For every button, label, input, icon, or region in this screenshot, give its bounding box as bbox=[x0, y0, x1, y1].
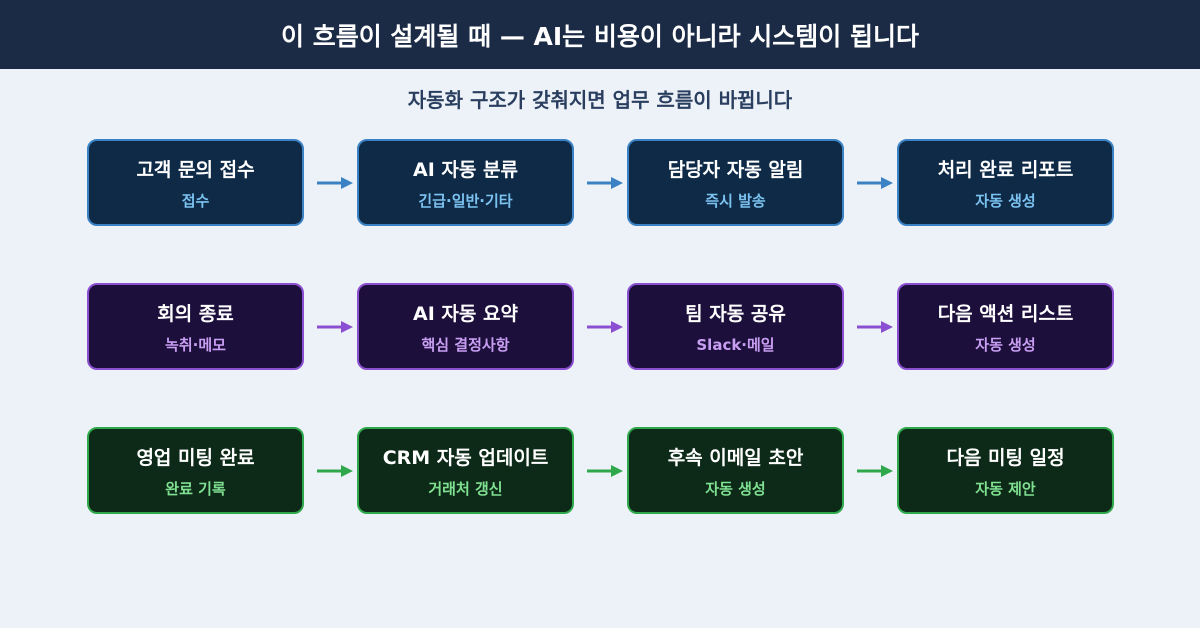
step-title: 영업 미팅 완료 bbox=[136, 446, 255, 469]
step-title: 회의 종료 bbox=[157, 302, 234, 325]
arrow-right-icon bbox=[587, 321, 623, 333]
step-title: 팀 자동 공유 bbox=[685, 302, 786, 325]
step-title: 고객 문의 접수 bbox=[136, 158, 255, 181]
step-subtitle: 녹취·메모 bbox=[165, 335, 226, 354]
step-subtitle: 완료 기록 bbox=[165, 479, 226, 498]
step-subtitle: Slack·메일 bbox=[696, 335, 775, 354]
subtitle: 자동화 구조가 갖춰지면 업무 흐름이 바뀝니다 bbox=[407, 88, 793, 112]
header-banner: 이 흐름이 설계될 때 — AI는 비용이 아니라 시스템이 됩니다 bbox=[0, 0, 1200, 69]
arrow-right-icon bbox=[857, 465, 893, 477]
arrow-right-icon bbox=[317, 321, 353, 333]
step-subtitle: 거래처 갱신 bbox=[428, 479, 503, 498]
step-subtitle: 즉시 발송 bbox=[705, 191, 766, 210]
arrow-right-icon bbox=[857, 177, 893, 189]
step-subtitle: 핵심 결정사항 bbox=[421, 335, 510, 354]
step-subtitle: 자동 제안 bbox=[975, 479, 1036, 498]
step-title: AI 자동 분류 bbox=[413, 158, 518, 181]
step-title: 후속 이메일 초안 bbox=[667, 446, 804, 469]
step-title: AI 자동 요약 bbox=[413, 302, 518, 325]
step-title: 처리 완료 리포트 bbox=[937, 158, 1074, 181]
step-subtitle: 자동 생성 bbox=[975, 335, 1036, 354]
flow-step: 팀 자동 공유 Slack·메일 bbox=[627, 283, 844, 370]
step-title: 다음 미팅 일정 bbox=[946, 446, 1065, 469]
step-subtitle: 자동 생성 bbox=[705, 479, 766, 498]
arrow-right-icon bbox=[857, 321, 893, 333]
arrow-right-icon bbox=[317, 177, 353, 189]
step-title: CRM 자동 업데이트 bbox=[382, 446, 549, 469]
arrow-right-icon bbox=[317, 465, 353, 477]
step-title: 담당자 자동 알림 bbox=[667, 158, 804, 181]
step-subtitle: 자동 생성 bbox=[975, 191, 1036, 210]
arrow-right-icon bbox=[587, 177, 623, 189]
step-title: 다음 액션 리스트 bbox=[937, 302, 1074, 325]
arrow-right-icon bbox=[587, 465, 623, 477]
step-subtitle: 접수 bbox=[181, 191, 210, 210]
header-title: 이 흐름이 설계될 때 — AI는 비용이 아니라 시스템이 됩니다 bbox=[281, 21, 919, 51]
step-subtitle: 긴급·일반·기타 bbox=[418, 191, 513, 210]
